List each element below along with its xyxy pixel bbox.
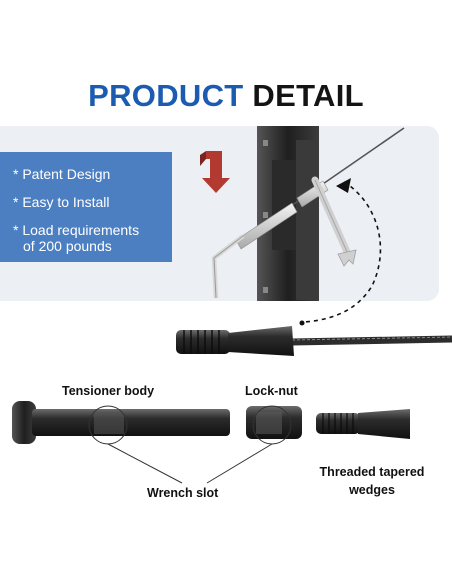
- feature-item: * Load requirements: [13, 222, 140, 238]
- label-wrench-slot: Wrench slot: [147, 486, 219, 500]
- feature-item-continued: of 200 pounds: [23, 238, 112, 254]
- title-word-detail: DETAIL: [252, 78, 364, 113]
- label-threaded-wedges-line1: Threaded tapered: [319, 465, 425, 479]
- lock-nut: [246, 406, 302, 439]
- threaded-wedge: [316, 409, 410, 439]
- wrench-slot-callout: [88, 405, 292, 484]
- assembled-cable: [176, 326, 452, 356]
- label-tensioner-body: Tensioner body: [62, 384, 155, 398]
- page-title: PRODUCT DETAIL: [0, 78, 452, 114]
- dashed-path-arrow: [303, 181, 382, 323]
- feature-item: * Patent Design: [13, 166, 111, 182]
- post-illustration: [257, 126, 319, 301]
- feature-item: * Easy to Install: [13, 194, 110, 210]
- arrowhead-icon: [336, 178, 351, 193]
- wrench-icon: [311, 176, 357, 267]
- title-word-product: PRODUCT: [88, 78, 244, 113]
- rotate-arrow-icon: [200, 151, 230, 193]
- feature-list: * Patent Design * Easy to Install * Load…: [0, 152, 172, 262]
- label-lock-nut: Lock-nut: [245, 384, 298, 398]
- tensioner-body: [12, 401, 230, 444]
- label-threaded-wedges-line2: wedges: [349, 483, 395, 497]
